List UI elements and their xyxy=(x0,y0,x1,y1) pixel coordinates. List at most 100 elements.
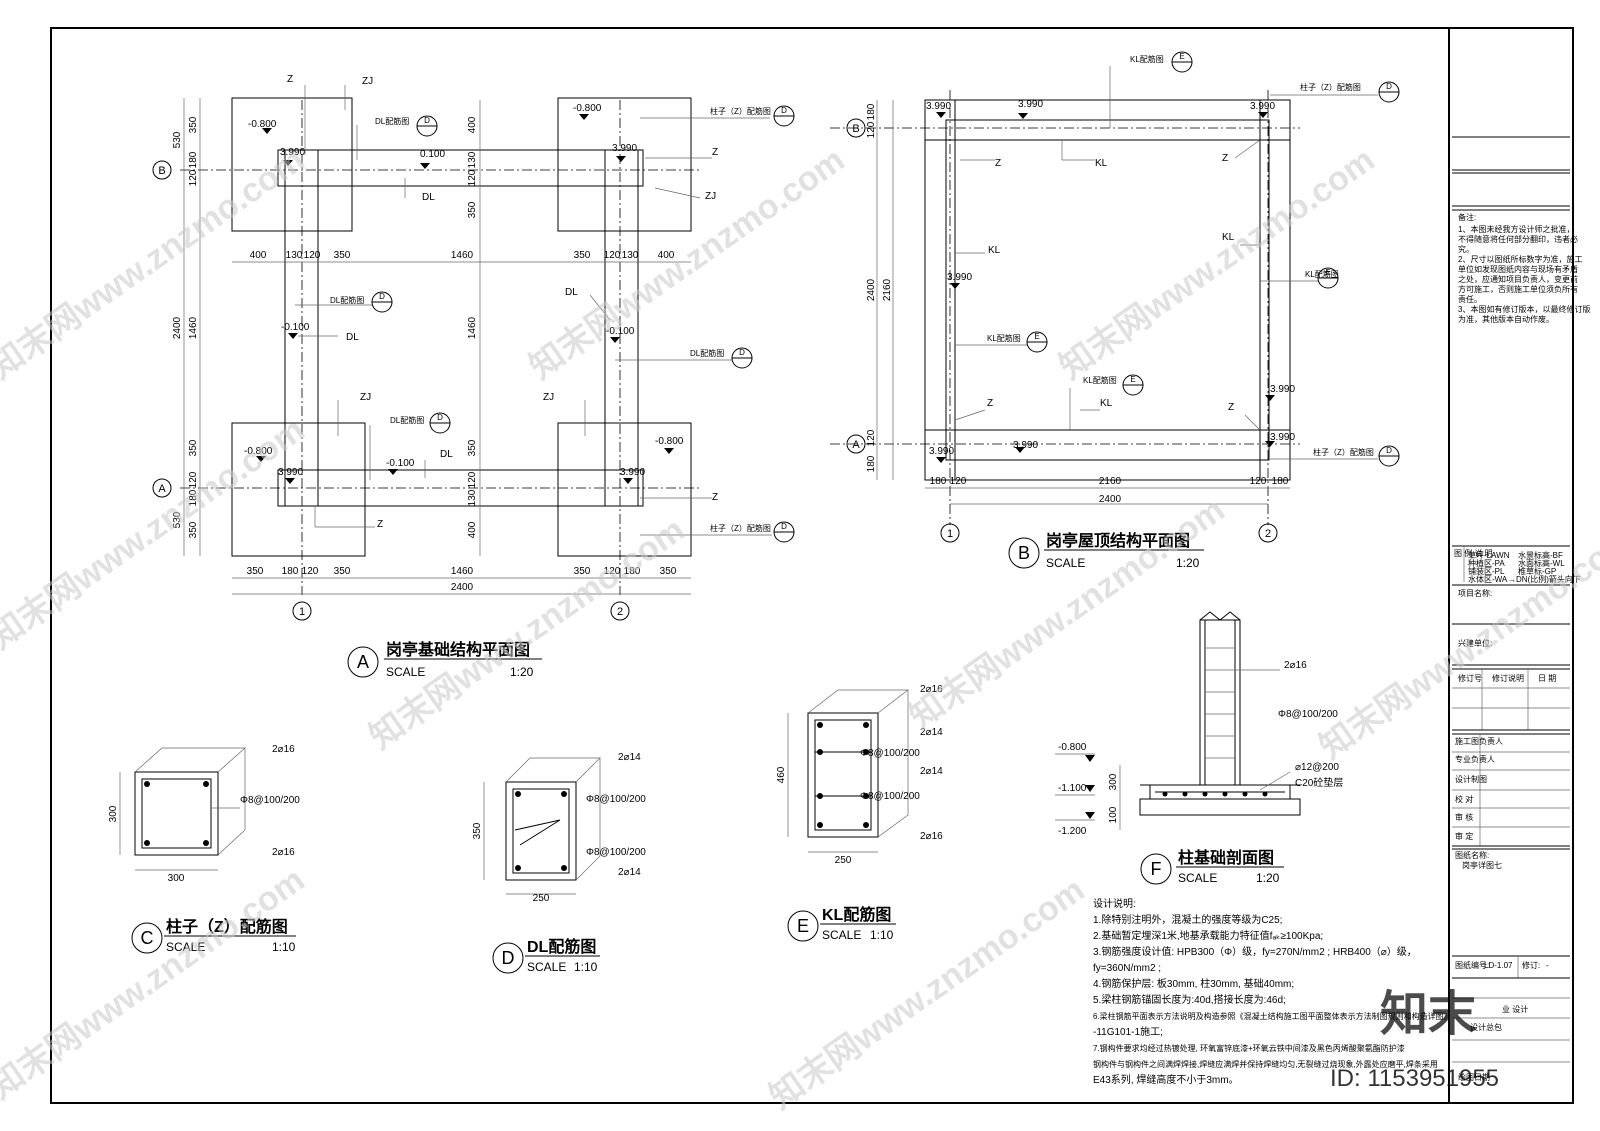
label-dl-ref-4: DL配筋图 xyxy=(390,415,424,425)
dim-left-outer-2: 2400 xyxy=(172,316,183,339)
section-c-stirrup: Φ8@100/200 xyxy=(240,795,300,806)
label-dl-1: DL xyxy=(422,192,435,203)
section-d-top-bar: 2⌀14 xyxy=(618,752,641,763)
dim-top-2: 130 xyxy=(286,250,303,261)
roof-dim-left-2: 120 xyxy=(866,121,877,138)
notes-line-7: 6.梁柱钢筋平面表示方法说明及构造参照《混凝土结构施工图平面整体表示方法制图规则… xyxy=(1093,1011,1452,1021)
section-e-kl: 2⌀16 2⌀14 Φ8@100/200 2⌀14 Φ8@100/200 2⌀1… xyxy=(776,684,943,942)
roof-kl-ref-4: KL配筋图 xyxy=(1083,375,1117,385)
section-e-scale-label: SCALE xyxy=(822,928,861,942)
dim-mid-8: 130 xyxy=(467,489,478,506)
tb-legend-3: 种植区-PA xyxy=(1468,558,1505,568)
tb-project-label: 项目名称: xyxy=(1458,588,1492,598)
tb-design-unit: 设计总包 xyxy=(1470,1022,1502,1032)
tb-legend-label: 图 例 说 明 xyxy=(1454,548,1493,558)
section-c-scale: 1:10 xyxy=(272,940,296,954)
tb-role-5: 审 核 xyxy=(1455,812,1473,822)
roof-dim-left-4: 120 xyxy=(866,429,877,446)
plan-b-letter: B xyxy=(1018,543,1030,563)
label-zj-3: ZJ xyxy=(360,392,371,403)
tb-legend-8: →DN(比例)箭头向下 xyxy=(1508,574,1581,584)
roof-label-kl-1: KL xyxy=(1095,158,1108,169)
grid-bubble-b xyxy=(152,160,172,180)
tb-drawing-no: LD-1.07 xyxy=(1484,961,1513,970)
ref-d-6: D xyxy=(781,522,787,531)
roof-elev-7: 3.990 xyxy=(1013,440,1038,451)
dim-mid-7: 120 xyxy=(467,471,478,488)
label-z-3: Z xyxy=(712,492,718,503)
roof-dim-bottom-5: 180 xyxy=(1272,476,1289,487)
roof-grid-bubble-1 xyxy=(940,523,960,543)
roof-dim-bottom-1: 180 xyxy=(930,476,947,487)
dim-left-inner-2: 180 xyxy=(188,151,199,168)
watermark-8: 知末网www.znzmo.com xyxy=(1053,141,1382,387)
footing-bl xyxy=(231,422,366,557)
label-dl-ref-1: DL配筋图 xyxy=(375,116,409,126)
dim-bottom-8: 180 xyxy=(624,566,641,577)
section-f-stirrup: Φ8@100/200 xyxy=(1278,709,1338,720)
notes-line-6: 5.梁柱钢筋锚固长度为:40d,搭接长度为:46d; xyxy=(1093,993,1286,1006)
section-f-elev-2: -1.100 xyxy=(1058,783,1087,794)
tb-remark-5: 单位如发现图纸内容与现场有矛盾 xyxy=(1458,264,1578,274)
watermark-1: 知末网www.znzmo.com xyxy=(0,141,311,387)
section-f-title: 柱基础剖面图 xyxy=(1178,848,1274,867)
roof-dim-left-3: 2400 xyxy=(866,278,877,301)
notes-line-3: 3.钢筋强度设计值: HPB300（Φ）级，fy=270N/mm2 ; HRB4… xyxy=(1093,945,1417,958)
section-f-bar: 2⌀16 xyxy=(1284,660,1307,671)
plan-b-scale: 1:20 xyxy=(1176,556,1200,570)
section-c-width: 300 xyxy=(168,873,185,884)
tb-drawing-name-label: 图纸名称: xyxy=(1455,850,1489,860)
roof-dim-bottom-4: 120 xyxy=(1250,476,1267,487)
dim-left-outer-3: 530 xyxy=(172,511,183,528)
section-c-letter: C xyxy=(141,928,154,948)
roof-elev-1: 3.990 xyxy=(926,101,951,112)
section-d-width: 250 xyxy=(533,893,550,904)
elev-br-col: 3.990 xyxy=(620,467,645,478)
label-dl-4: DL xyxy=(440,449,453,460)
roof-dim-bottom-2: 120 xyxy=(950,476,967,487)
section-d-stirrup-1: Φ8@100/200 xyxy=(586,794,646,805)
roof-col-ref-2: 柱子（Z）配筋图 xyxy=(1313,447,1374,457)
notes-line-11: E43系列, 焊缝高度不小于3mm。 xyxy=(1093,1073,1239,1086)
tb-remark-9: 3、本图如有修订版本，以最终修订版 xyxy=(1458,304,1590,314)
roof-grid-label-1: 1 xyxy=(947,528,953,540)
tb-remark-10: 为准，其他版本自动作废。 xyxy=(1458,314,1554,324)
roof-elev-6: 3.990 xyxy=(1270,432,1295,443)
dl-section-outline xyxy=(505,781,577,881)
notes-line-5: 4.钢筋保护层: 板30mm, 柱30mm, 基础40mm; xyxy=(1093,977,1294,990)
roof-col-ref-1: 柱子（Z）配筋图 xyxy=(1300,82,1361,92)
dim-top-5: 1460 xyxy=(451,250,474,261)
plan-a-foundation: B A 1 2 530 2400 530 350 180 120 1460 35… xyxy=(152,74,795,679)
label-col-ref-2: 柱子（Z）配筋图 xyxy=(710,523,771,533)
section-e-stirrup-2: Φ8@100/200 xyxy=(860,791,920,802)
ref-d-3: D xyxy=(379,292,385,301)
beam-right xyxy=(604,149,639,507)
dim-top-9: 400 xyxy=(658,250,675,261)
roof-label-kl-4: KL xyxy=(1100,398,1113,409)
tb-legend-2: 水景标高-BF xyxy=(1518,550,1563,560)
dim-left-inner-8: 350 xyxy=(188,521,199,538)
notes-heading: 设计说明: xyxy=(1093,897,1136,910)
section-f-letter: F xyxy=(1151,859,1162,879)
label-zj-2: ZJ xyxy=(705,191,716,202)
section-f-scale: 1:20 xyxy=(1256,871,1280,885)
section-f-bubble xyxy=(1140,853,1172,885)
footing-br xyxy=(557,422,692,557)
tb-client-label: 兴建单位: xyxy=(1458,638,1492,648)
label-z-2: Z xyxy=(712,147,718,158)
roof-label-z-1: Z xyxy=(995,158,1001,169)
roof-grid-label-a: A xyxy=(852,439,860,451)
tb-drawing-date: 绘图日期 xyxy=(1458,1072,1490,1082)
tb-drawing-name: 岗亭详图七 xyxy=(1462,860,1502,870)
notes-line-4: fy=360N/mm2 ; xyxy=(1093,963,1161,974)
plan-b-scale-label: SCALE xyxy=(1046,556,1085,570)
tb-role-4: 校 对 xyxy=(1455,794,1473,804)
label-dl-ref-2: DL配筋图 xyxy=(330,295,364,305)
footing-tr xyxy=(557,97,692,232)
roof-inner xyxy=(945,119,1270,461)
elev-bl-col: 3.990 xyxy=(278,467,303,478)
dim-bottom-total: 2400 xyxy=(451,582,474,593)
roof-grid-bubble-b xyxy=(846,118,866,138)
dim-bottom-3: 120 xyxy=(302,566,319,577)
roof-dim-left-5: 180 xyxy=(866,455,877,472)
